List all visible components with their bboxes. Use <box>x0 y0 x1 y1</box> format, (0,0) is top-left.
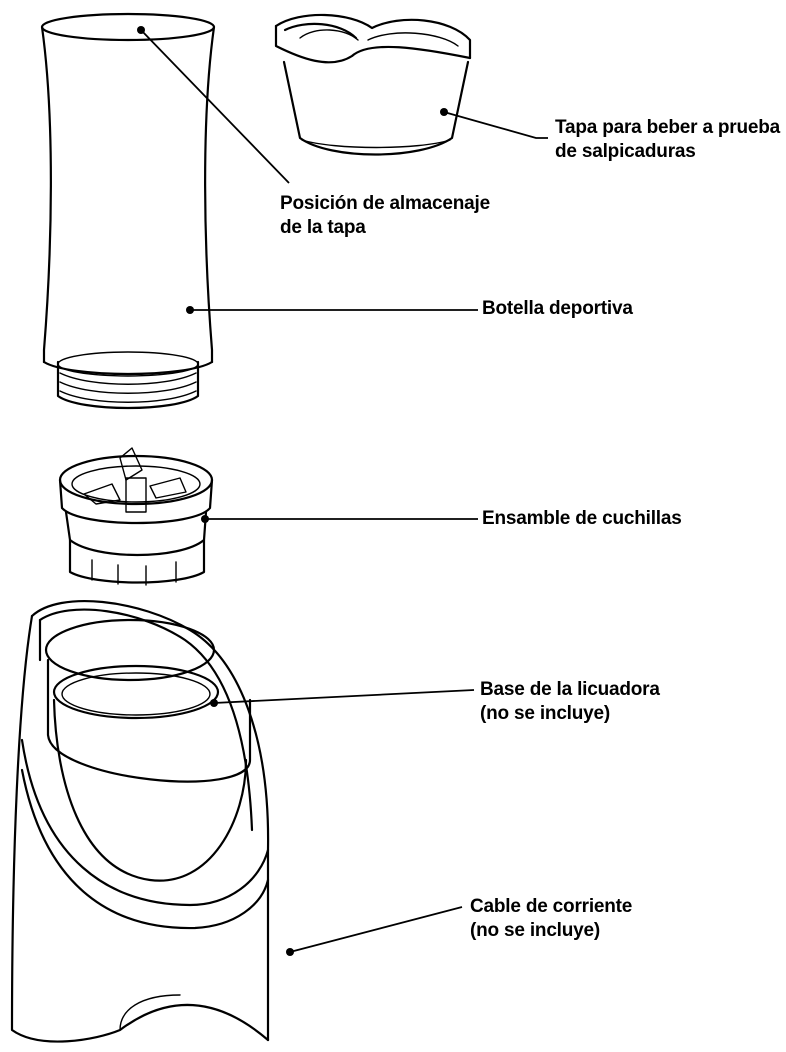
blade-assembly-illustration <box>58 447 214 586</box>
label-lid-storage-position: Posición de almacenaje de la tapa <box>280 192 490 240</box>
label-blender-base-line2: (no se incluye) <box>480 703 611 724</box>
label-blade-assembly: Ensamble de cuchillas <box>482 507 682 531</box>
label-sports-bottle-line1: Botella deportiva <box>482 298 633 319</box>
leader-lines <box>137 26 548 956</box>
label-blender-base: Base de la licuadora (no se incluye) <box>480 678 660 726</box>
label-drinking-lid: Tapa para beber a prueba de salpicaduras <box>555 116 780 164</box>
label-sports-bottle: Botella deportiva <box>482 297 633 321</box>
label-blender-base-line1: Base de la licuadora <box>480 679 660 700</box>
label-drinking-lid-line2: de salpicaduras <box>555 141 696 162</box>
label-drinking-lid-line1: Tapa para beber a prueba <box>555 117 781 138</box>
label-lid-storage-line2: de la tapa <box>280 217 366 238</box>
sports-bottle-illustration <box>40 12 216 410</box>
label-lid-storage-line1: Posición de almacenaje <box>280 193 490 214</box>
label-blade-assembly-line1: Ensamble de cuchillas <box>482 508 682 529</box>
label-power-cord-line1: Cable de corriente <box>470 896 633 917</box>
blender-base-illustration <box>10 600 270 1043</box>
drinking-lid-illustration <box>274 13 472 156</box>
label-power-cord-line2: (no se incluye) <box>470 920 601 941</box>
label-power-cord: Cable de corriente (no se incluye) <box>470 895 632 943</box>
